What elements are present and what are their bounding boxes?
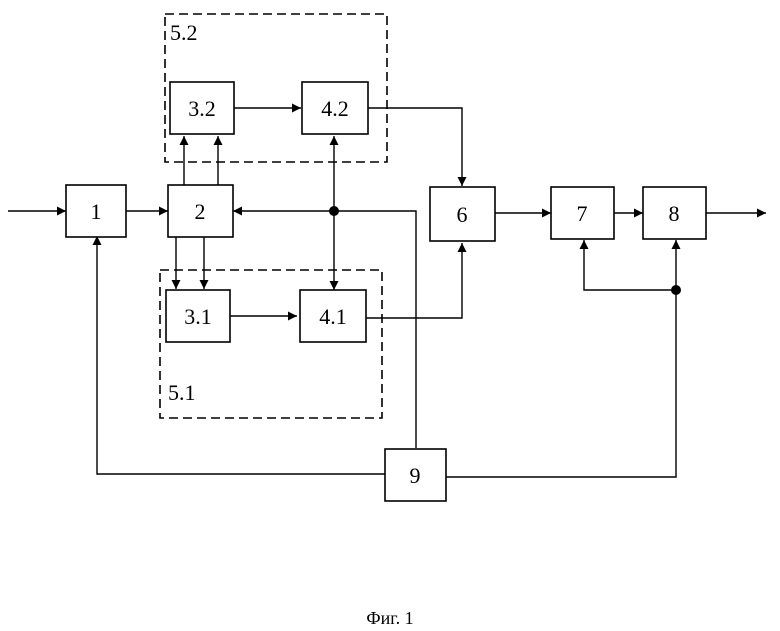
block-8: 8 [643, 187, 706, 239]
block-4-1: 4.1 [300, 290, 366, 342]
block-3-2-label: 3.2 [188, 96, 216, 121]
block-6: 6 [430, 187, 495, 241]
group-5-2-label: 5.2 [170, 20, 198, 45]
connections [8, 108, 766, 477]
block-1: 1 [66, 185, 126, 237]
block-1-label: 1 [91, 199, 102, 224]
block-4-2: 4.2 [302, 82, 368, 134]
figure-caption: Фиг. 1 [366, 608, 413, 628]
block-2-label: 2 [195, 199, 206, 224]
block-4-1-label: 4.1 [319, 304, 347, 329]
block-8-label: 8 [669, 201, 680, 226]
block-7: 7 [551, 187, 614, 239]
block-3-1: 3.1 [166, 290, 230, 342]
block-2: 2 [168, 185, 233, 237]
block-4-2-label: 4.2 [321, 96, 349, 121]
block-9: 9 [385, 449, 446, 501]
block-3-1-label: 3.1 [184, 304, 212, 329]
block-3-2: 3.2 [170, 82, 234, 134]
junction-dot-upper [329, 206, 339, 216]
group-5-1-label: 5.1 [168, 380, 196, 405]
block-6-label: 6 [457, 202, 468, 227]
block-9-label: 9 [410, 463, 421, 488]
block-7-label: 7 [577, 201, 588, 226]
junction-dot-right [671, 285, 681, 295]
